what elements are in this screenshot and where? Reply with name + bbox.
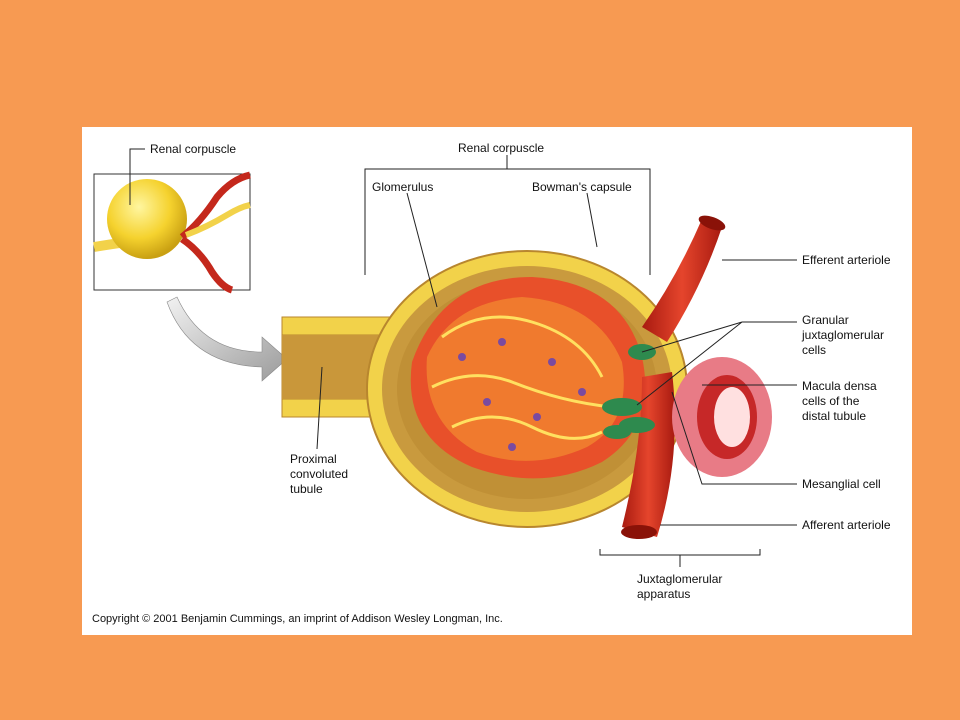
inset-box [93,171,251,294]
renal-corpuscle-diagram: Renal corpuscle Renal corpuscle Glomerul… [92,141,891,625]
granular-label-line2: juxtaglomerular [801,328,884,342]
mesangial-leader [671,391,797,485]
afferent-arteriole-shape [621,372,675,539]
distal-tubule-shape [672,357,772,477]
juxtaglomerular-label-line2: apparatus [637,587,690,601]
bowmans-capsule-label: Bowman's capsule [532,180,632,194]
efferent-arteriole-label: Efferent arteriole [802,253,891,267]
inset-corpuscle [107,179,187,259]
granular-cells-shape [602,344,656,439]
macula-label-line3: distal tubule [802,409,866,423]
inset-vessel-lower [180,236,234,294]
granular-leader [636,321,797,406]
copyright-text: Copyright © 2001 Benjamin Cummings, an i… [92,613,503,625]
granular-label-line1: Granular [802,313,849,327]
afferent-label: Afferent arteriole [802,518,891,532]
glomerulus-label: Glomerulus [372,180,433,194]
pointer-arrow [166,296,288,382]
inset-title-label: Renal corpuscle [150,142,236,156]
proximal-label-line2: convoluted [290,467,348,481]
macula-label-line2: cells of the [802,394,860,408]
juxtaglomerular-label-line1: Juxtaglomerular [637,572,722,586]
macula-label-line1: Macula densa [802,379,877,393]
inset-vessel-upper [179,171,251,240]
bowmans-leader [586,192,598,248]
diagram-panel: Renal corpuscle Renal corpuscle Glomerul… [82,127,912,635]
glomerulus-shape [410,277,646,479]
granular-label-line3: cells [802,343,826,357]
mesangial-label: Mesanglial cell [802,477,881,491]
proximal-leader [316,366,323,450]
juxtaglomerular-bracket [599,549,761,567]
main-title-label: Renal corpuscle [458,141,544,155]
glomerulus-leader [406,192,438,308]
proximal-label-line1: Proximal [290,452,337,466]
proximal-label-line3: tubule [290,482,323,496]
efferent-arteriole-shape [642,215,726,342]
renal-corpuscle-bracket [364,155,651,275]
inset-leader [129,148,145,205]
